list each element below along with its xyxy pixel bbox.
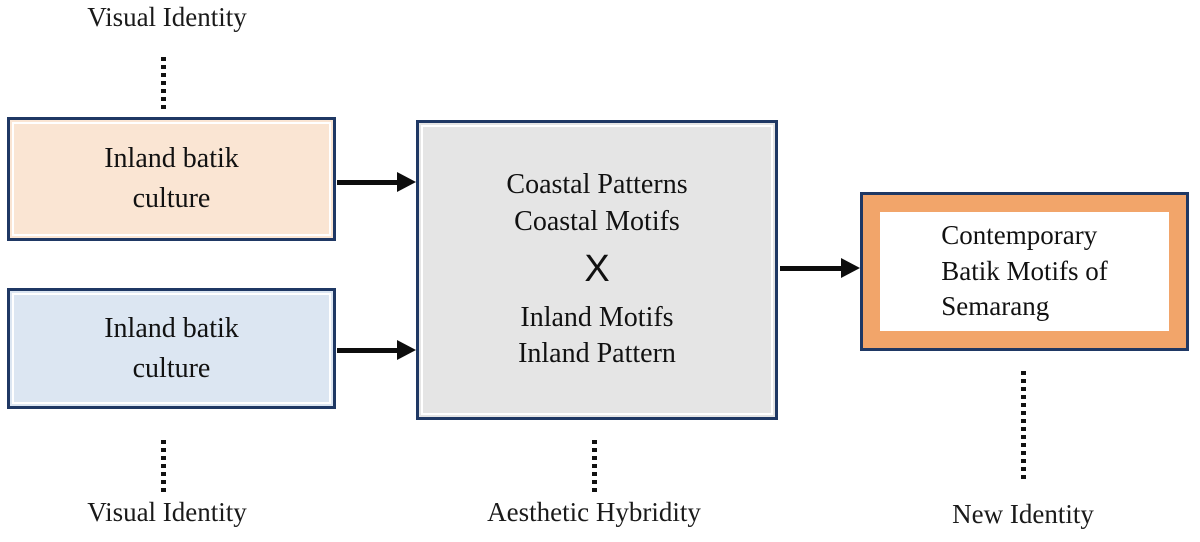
node-hybridity-inner: Coastal Patterns Coastal Motifs X Inland…	[421, 125, 773, 415]
node-coastal-line2: culture	[132, 183, 211, 214]
outcome-line2: Batik Motifs of	[941, 255, 1108, 286]
hybridity-line2: Coastal Motifs	[514, 205, 680, 237]
dotted-connector-bottom-right	[1021, 371, 1026, 483]
hybridity-line4: Inland Pattern	[518, 338, 676, 370]
arrow-hybridity-to-outcome	[780, 258, 860, 278]
node-inland-batik-culture[interactable]: Inland batik culture	[7, 288, 336, 409]
node-coastal-line1: Inland batik	[104, 143, 239, 175]
label-visual-identity-bottom: Visual Identity	[87, 497, 247, 527]
label-new-identity: New Identity	[952, 499, 1094, 529]
dotted-connector-bottom-center	[592, 440, 597, 496]
node-coastal-batik-culture[interactable]: Inland batik culture	[7, 117, 336, 241]
dotted-connector-bottom-left	[161, 440, 166, 496]
node-inland-line1: Inland batik	[104, 312, 239, 344]
arrow-shaft	[780, 265, 841, 271]
node-inland-line2: culture	[132, 352, 211, 384]
node-outcome-orange-band: Contemporary Batik Motifs of Semarang	[863, 195, 1186, 348]
arrow-shaft	[337, 179, 397, 185]
dotted-connector-top-left	[161, 57, 166, 113]
arrow-head	[841, 258, 860, 278]
node-outcome-label: Contemporary Batik Motifs of Semarang	[933, 218, 1116, 325]
hybridity-line3: Inland Motifs	[520, 302, 674, 333]
arrow-head	[397, 172, 416, 192]
label-aesthetic-hybridity: Aesthetic Hybridity	[487, 497, 701, 527]
node-coastal-inner: Inland batik culture	[12, 122, 331, 236]
node-inland-label: Inland batik culture	[96, 309, 247, 389]
node-coastal-label: Inland batik culture	[96, 139, 247, 219]
arrow-coastal-to-hybridity	[337, 172, 416, 192]
node-contemporary-batik-outcome[interactable]: Contemporary Batik Motifs of Semarang	[860, 192, 1189, 351]
hybridity-line1: Coastal Patterns	[506, 169, 688, 201]
node-inland-inner: Inland batik culture	[12, 293, 331, 404]
arrow-inland-to-hybridity	[337, 340, 416, 360]
hybridity-operator-x: X	[584, 248, 610, 290]
arrow-head	[397, 340, 416, 360]
node-aesthetic-hybridity[interactable]: Coastal Patterns Coastal Motifs X Inland…	[416, 120, 778, 420]
outcome-line1: Contemporary	[941, 220, 1098, 251]
node-hybridity-label: Coastal Patterns Coastal Motifs X Inland…	[506, 167, 687, 373]
label-visual-identity-top: Visual Identity	[87, 2, 247, 32]
outcome-line3: Semarang	[941, 291, 1050, 322]
arrow-shaft	[337, 347, 397, 353]
